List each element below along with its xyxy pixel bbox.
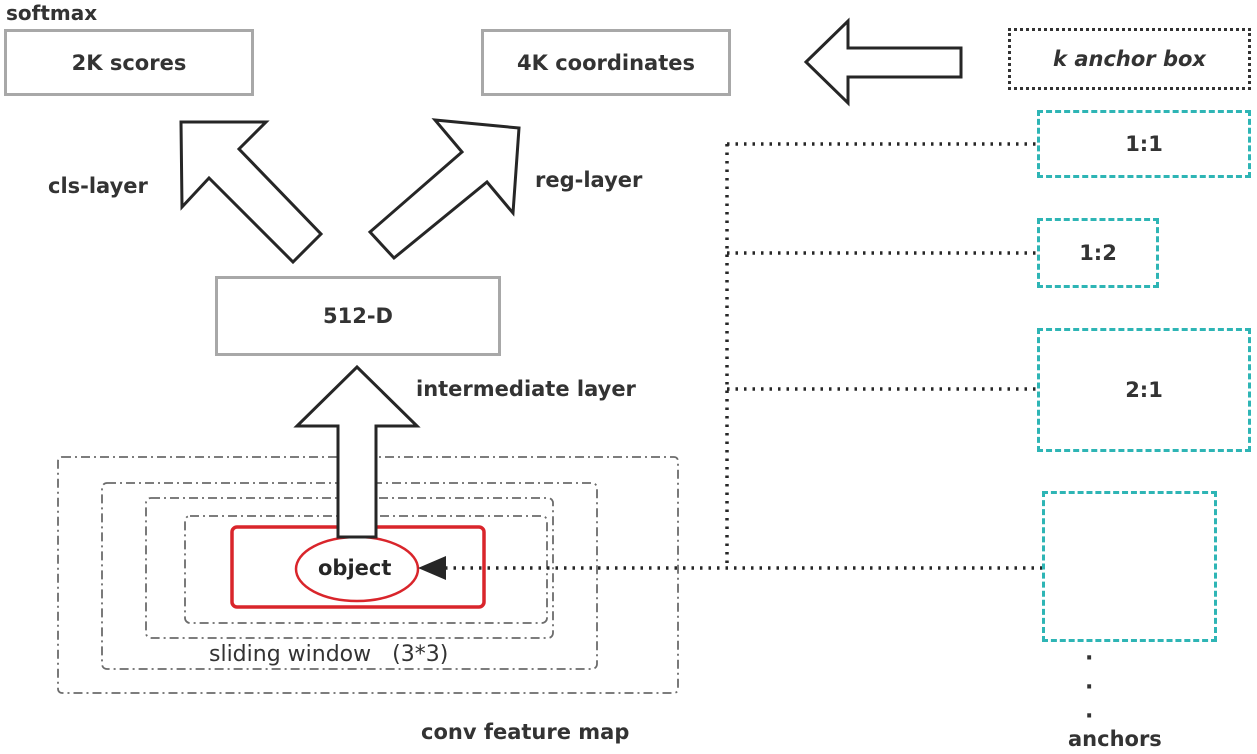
conv-feature-map-label: conv feature map: [421, 720, 630, 744]
intermediate-layer-label: intermediate layer: [416, 377, 636, 401]
anchor-ellipsis-2: ·: [1085, 675, 1094, 700]
intermediate-512d-box: 512-D: [215, 276, 501, 356]
reg-layer-arrow: [367, 118, 521, 261]
object-pointer-arrowhead: [418, 556, 446, 580]
intermediate-up-arrow: [293, 364, 421, 539]
anchor-box-1-1: 1:1: [1037, 110, 1251, 178]
softmax-label: softmax: [6, 1, 98, 25]
anchor-ellipsis-3: ·: [1085, 704, 1094, 729]
object-label: object: [318, 556, 392, 580]
anchor-connectors: [445, 142, 1044, 570]
anchor-ellipsis-1: ·: [1085, 646, 1094, 671]
anchors-label: anchors: [1068, 727, 1162, 751]
k-anchor-box: k anchor box: [1008, 28, 1251, 90]
cls-layer-label: cls-layer: [48, 174, 148, 198]
sliding-window-label: sliding window (3*3): [209, 642, 449, 667]
anchor-box-square: [1042, 491, 1217, 642]
anchor-box-2-1: 2:1: [1037, 328, 1251, 452]
scores-box: 2K scores: [4, 29, 254, 96]
cls-layer-arrow: [179, 120, 324, 265]
anchor-box-1-2: 1:2: [1037, 218, 1159, 288]
left-arrow: [803, 17, 963, 107]
reg-layer-label: reg-layer: [535, 168, 643, 192]
coordinates-box: 4K coordinates: [481, 29, 731, 96]
